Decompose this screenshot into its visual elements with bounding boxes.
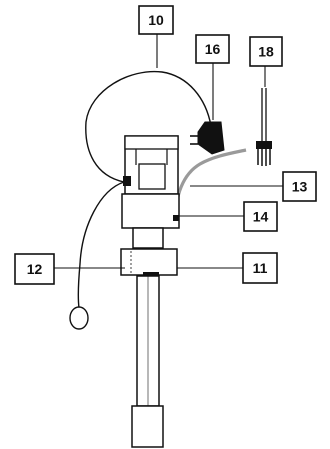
port-14 <box>173 215 179 221</box>
cord-ring <box>69 306 89 330</box>
svg-text:12: 12 <box>27 261 43 277</box>
neck <box>132 227 164 249</box>
power-cord <box>85 70 212 183</box>
callout-18: 18 <box>249 36 283 67</box>
callout-13: 13 <box>282 171 317 202</box>
callout-14: 14 <box>243 201 278 232</box>
svg-text:16: 16 <box>205 41 221 57</box>
svg-text:13: 13 <box>292 179 308 195</box>
motor-housing <box>123 135 179 195</box>
callout-12: 12 <box>14 253 55 285</box>
callout-16: 16 <box>195 34 230 64</box>
shaft-foot <box>131 405 164 448</box>
flexible-hose <box>174 148 247 220</box>
callout-11: 11 <box>242 252 278 284</box>
svg-text:10: 10 <box>148 12 164 28</box>
power-plug <box>190 121 225 155</box>
lower-housing <box>121 193 180 229</box>
cleaning-brush <box>256 88 272 166</box>
svg-text:14: 14 <box>253 209 269 225</box>
svg-text:18: 18 <box>258 44 274 60</box>
cord-12 <box>77 181 125 309</box>
callout-10: 10 <box>138 5 174 35</box>
svg-text:11: 11 <box>253 260 268 276</box>
threaded-collar <box>120 248 178 276</box>
